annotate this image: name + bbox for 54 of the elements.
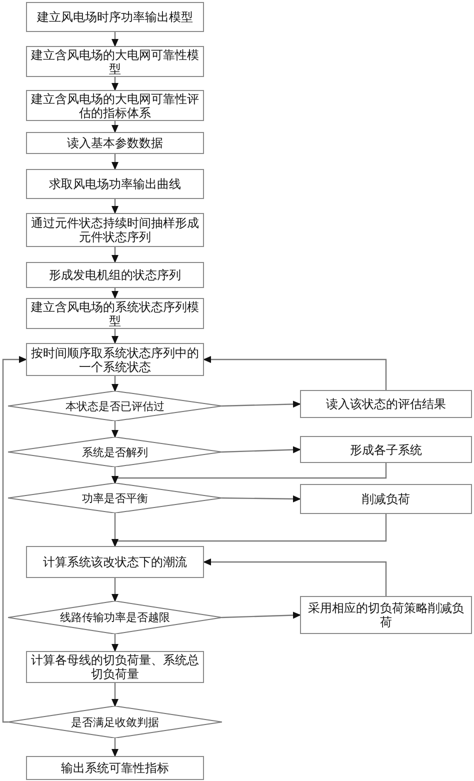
arrow	[112, 32, 118, 47]
step-label: 读入基本参数数据	[67, 136, 163, 150]
step-label: 输出系统可靠性指标	[61, 761, 169, 775]
process-box	[26, 262, 204, 288]
decision-label: 本状态是否已评估过	[66, 400, 164, 412]
arrow	[112, 421, 118, 438]
arrow	[222, 446, 301, 454]
step-label: 计算各母线的切负荷量、系统总切负荷量	[30, 653, 200, 681]
process-box	[26, 169, 204, 199]
decision-label: 是否满足收敛判据	[71, 716, 159, 728]
arrow	[112, 578, 118, 602]
arrow	[112, 77, 118, 91]
decision-label: 功率是否平衡	[82, 492, 148, 504]
step-label: 建立含风电场的大电网可靠性评估的指标体系	[30, 92, 200, 120]
step-label: 建立含风电场的系统状态序列模型	[30, 300, 200, 328]
process-box	[300, 484, 472, 514]
arrow	[112, 683, 118, 707]
process-box	[300, 436, 472, 463]
arrow	[203, 356, 387, 390]
process-box	[300, 390, 472, 418]
arrow	[112, 513, 118, 547]
arrow	[203, 558, 387, 596]
step-label: 求取风电场功率输出曲线	[49, 177, 181, 191]
arrow	[112, 288, 118, 299]
arrow	[222, 400, 301, 408]
process-box	[26, 546, 204, 578]
arrow	[2, 356, 27, 723]
arrow	[112, 467, 118, 484]
arrow	[222, 612, 301, 619]
step-label: 通过元件状态持续时间抽样形成元件状态序列	[30, 216, 200, 244]
step-label: 形成发电机组的状态序列	[49, 268, 181, 282]
step-label: 建立风电场时序功率输出模型	[37, 10, 193, 24]
arrow	[112, 247, 118, 263]
step-label: 建立含风电场的大电网可靠性模型	[30, 48, 200, 76]
process-box	[26, 132, 204, 154]
step-label: 形成各子系统	[350, 442, 422, 456]
step-label: 削减负荷	[362, 492, 410, 506]
process-box	[26, 2, 204, 32]
decision-label: 系统是否解列	[82, 446, 148, 458]
arrow	[112, 199, 118, 214]
step-label: 计算系统该改状态下的潮流	[43, 555, 187, 569]
step-label: 读入该状态的评估结果	[326, 397, 446, 411]
arrow	[112, 634, 118, 652]
step-label: 采用相应的切负荷策略削减负荷	[307, 601, 465, 629]
process-box	[26, 756, 204, 780]
arrow	[112, 738, 118, 757]
process-box	[300, 596, 472, 634]
arrow	[112, 376, 118, 392]
arrow	[112, 329, 118, 344]
arrow	[222, 495, 301, 502]
arrow	[112, 121, 118, 133]
decision-label: 线路传输功率是否越限	[60, 611, 170, 624]
step-label: 按时间顺序取系统状态序列中的一个系统状态	[30, 346, 200, 374]
arrow	[112, 154, 118, 170]
